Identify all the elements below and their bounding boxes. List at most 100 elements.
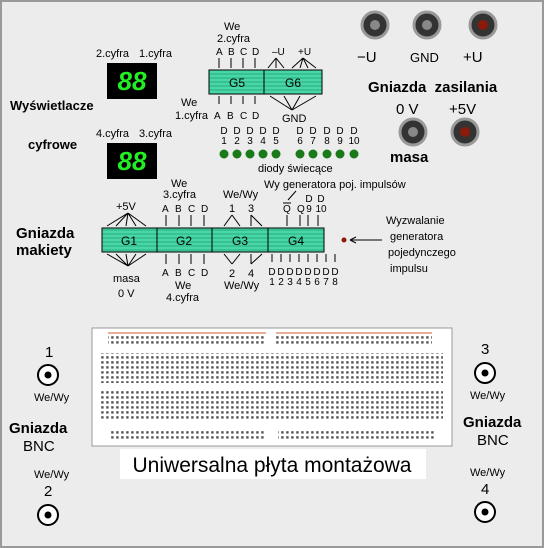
g5-pin-c-top: C xyxy=(240,47,247,58)
displays-title-line2: cyfrowe xyxy=(28,137,77,152)
g5-pin-a-top: A xyxy=(216,47,223,58)
seven-segment-display-1[interactable] xyxy=(107,63,157,99)
g5-pin-c-bottom: C xyxy=(240,111,247,122)
top-rail-right[interactable] xyxy=(276,336,432,344)
g3-top-1: 1 xyxy=(229,203,235,215)
socket-g5[interactable] xyxy=(208,69,265,95)
power-sockets: −U GND +U Gniazda zasilania 0 V +5V masa xyxy=(357,10,498,166)
g5-pin-a-bottom: A xyxy=(214,111,221,122)
bnc-4-number: 4 xyxy=(481,481,489,498)
g1-top-leads xyxy=(106,212,147,227)
minus-u-label: −U xyxy=(357,49,377,66)
socket-g2[interactable] xyxy=(156,227,213,253)
display-1-right-label: 1.cyfra xyxy=(139,48,173,60)
trigger-label-1: Wyzwalanie xyxy=(386,215,445,227)
g1-masa-label: masa xyxy=(113,273,141,285)
g4-top-leads xyxy=(286,215,319,226)
led-1 xyxy=(219,149,229,159)
g1-bottom-leads xyxy=(106,253,147,267)
bottom-rail-right[interactable] xyxy=(278,431,434,439)
makiety-title-line1: Gniazda xyxy=(16,225,75,242)
power-sockets-title: Gniazda zasilania xyxy=(368,79,498,96)
displays-title-line1: Wyświetlacze xyxy=(10,98,94,113)
g5-we-top: We xyxy=(224,21,240,33)
g3-top-3: 3 xyxy=(248,203,254,215)
led-9 xyxy=(335,149,345,159)
led-3 xyxy=(245,149,255,159)
g5-cyfra-top: 2.cyfra xyxy=(217,33,251,45)
makiety-title-line2: makiety xyxy=(16,242,73,259)
g6-pin-minus-u: –U xyxy=(272,47,285,58)
g3-bottom-leads xyxy=(223,253,263,265)
bnc-left-title-2: BNC xyxy=(23,438,55,455)
display-2-digits: 88 xyxy=(118,146,147,176)
socket-g5-g6-group: We 2.cyfra A B C D –U +U G5 G6 We 1.cyfr… xyxy=(175,21,323,125)
top-rail-left[interactable] xyxy=(108,336,266,344)
g2-pin-a-bottom: A xyxy=(162,268,169,279)
trigger-label-2: generatora xyxy=(390,231,444,243)
mockup-sockets: Gniazda makiety +5V We 3.cyfra A B C D W… xyxy=(16,178,456,304)
breadboard[interactable]: Uniwersalna płyta montażowa xyxy=(91,327,453,479)
trigger-point[interactable] xyxy=(341,237,347,243)
bnc-connectors: 1 We/Wy Gniazda BNC We/Wy 2 3 We/Wy Gnia… xyxy=(9,341,522,526)
socket-g4[interactable] xyxy=(267,227,325,253)
display-2-left-label: 4.cyfra xyxy=(96,128,130,140)
g3-wewy-bottom: We/Wy xyxy=(224,280,260,292)
masa-power-label: masa xyxy=(390,149,429,166)
g2-pin-b-bottom: B xyxy=(175,268,182,279)
g6-label: G6 xyxy=(285,76,301,90)
led-5 xyxy=(271,149,281,159)
led-6 xyxy=(295,149,305,159)
display-1-digits: 88 xyxy=(118,66,147,96)
g2-we-bottom: We xyxy=(175,280,191,292)
g3-wewy-top: We/Wy xyxy=(223,189,259,201)
g2-bottom-leads xyxy=(165,254,205,264)
breadboard-upper-grid[interactable] xyxy=(101,353,443,383)
trigger-label-4: impulsu xyxy=(390,263,428,275)
bnc-1-number: 1 xyxy=(45,344,53,361)
gnd-power-label: GND xyxy=(410,50,439,65)
g56-top-leads xyxy=(218,57,317,69)
trigger-label-3: pojedynczego xyxy=(388,247,456,259)
bnc-2-wewy: We/Wy xyxy=(34,469,70,481)
g4-bottom-leads xyxy=(271,254,336,262)
g5-label: G5 xyxy=(229,76,245,90)
g2-pin-d-bottom: D xyxy=(201,268,208,279)
g2-pin-a-top: A xyxy=(162,204,169,215)
g2-pin-d-top: D xyxy=(201,204,208,215)
plus-u-label: +U xyxy=(463,49,483,66)
g3-bottom-4: 4 xyxy=(248,268,254,280)
g5-we-bottom: We xyxy=(181,97,197,109)
g2-pin-c-bottom: C xyxy=(188,268,195,279)
led-8 xyxy=(322,149,332,159)
g3-bottom-2: 2 xyxy=(229,268,235,280)
ov-label: 0 V xyxy=(396,101,419,118)
bottom-rail-left[interactable] xyxy=(110,431,266,439)
g3-label: G3 xyxy=(232,234,248,248)
socket-g6[interactable] xyxy=(263,69,323,95)
led-10 xyxy=(349,149,359,159)
generator-lead xyxy=(287,190,297,201)
g2-top-leads xyxy=(165,215,205,226)
seven-segment-display-2[interactable] xyxy=(107,143,157,179)
g5-pin-d-bottom: D xyxy=(252,111,259,122)
g5-cyfra-bottom: 1.cyfra xyxy=(175,110,209,122)
breadboard-lower-grid[interactable] xyxy=(101,390,443,420)
g2-pin-c-top: C xyxy=(188,204,195,215)
g5-pin-d-top: D xyxy=(252,47,259,58)
bnc-3-wewy: We/Wy xyxy=(470,390,506,402)
g1-ov-label: 0 V xyxy=(118,288,135,300)
